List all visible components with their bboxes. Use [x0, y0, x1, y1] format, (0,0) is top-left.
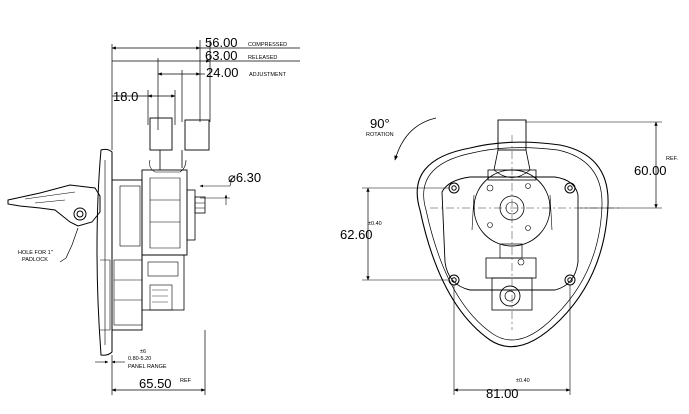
mount-hole-bl: [448, 274, 460, 286]
dim-bottom-value: 65.50: [139, 376, 172, 391]
panel-range-line3: PANEL RANGE: [128, 364, 167, 370]
rotation-label: ROTATION: [366, 132, 394, 138]
dim-62-tol: ±0.40: [368, 221, 382, 227]
dim-bottom-label: REF: [180, 378, 192, 384]
dim-81-tol: ±0.40: [516, 378, 530, 384]
hole-label-line1: HOLE FOR 1": [18, 250, 53, 256]
lower-bolt-block: [485, 257, 537, 279]
top-shaft: [497, 119, 527, 151]
housing-body: [111, 179, 143, 331]
hole-label-line2: PADLOCK: [22, 257, 48, 263]
dim-60-value: 60.00: [634, 163, 667, 178]
plunger: [149, 117, 173, 151]
dim-adjustment-label: ADJUSTMENT: [249, 72, 287, 78]
rotation-arrow: [394, 117, 437, 161]
mount-hole-tl: [448, 182, 460, 194]
latch-handle: [7, 184, 101, 227]
mount-hole-br: [564, 274, 576, 286]
dim-compressed-label: COMPRESSED: [248, 42, 287, 48]
dim-adjustment-value: 24.00: [206, 65, 239, 80]
mount-hole-tr: [564, 182, 576, 194]
dim-60-label: REF.: [666, 156, 678, 162]
outer-bezel: [416, 141, 609, 348]
panel-range-line1: ±6: [140, 349, 146, 355]
padlock-hole: [73, 207, 87, 221]
key-cylinder: [499, 285, 521, 307]
dim-diameter-value: ⌀6.30: [228, 170, 261, 185]
dim-62-value: 62.60: [340, 227, 373, 242]
front-view: [362, 117, 662, 395]
rotation-value: 90°: [370, 116, 390, 131]
dim-released-label: RELEASED: [248, 55, 277, 61]
inner-housing: [441, 176, 579, 291]
panel-range-line2: 0.80-5.20: [128, 356, 151, 362]
flange-plate: [96, 148, 113, 356]
dim-18-value: 18.0: [113, 89, 138, 104]
base-block: [141, 254, 185, 311]
dim-compressed-value: 56.00: [205, 35, 238, 50]
dim-released-value: 63.00: [205, 48, 238, 63]
dim-81-value: 81.00: [486, 386, 519, 401]
side-view: [7, 40, 300, 395]
